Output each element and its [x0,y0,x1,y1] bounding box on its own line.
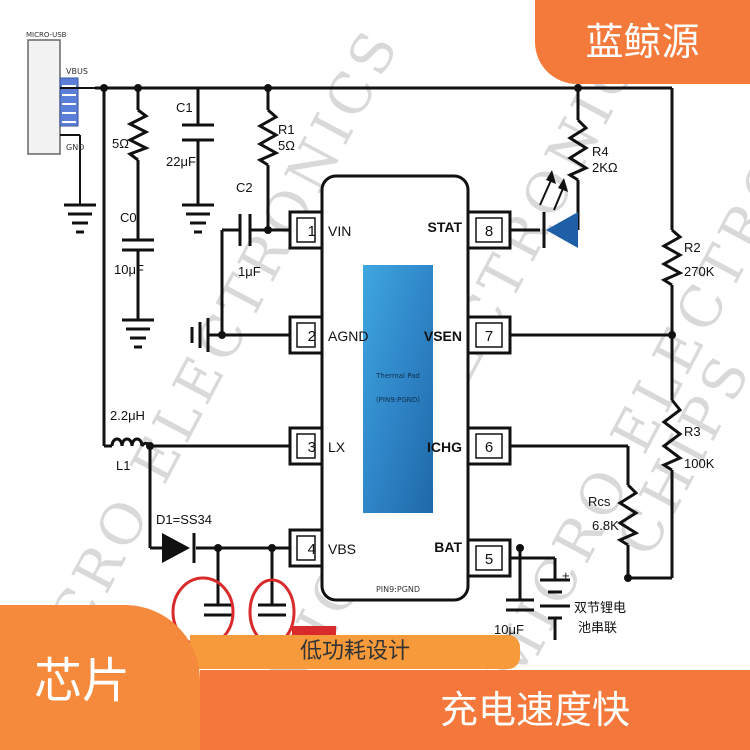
label-c2-val: 1μF [238,264,261,279]
svg-text:2: 2 [308,328,316,345]
micro-usb-connector: MICRO-USB VBUS GND [26,31,104,205]
low-power-tag: 低功耗设计 [190,635,520,669]
thermal-pad [363,265,433,513]
label-r2: R2 [684,240,701,255]
label-r3-val: 100K [684,456,715,471]
ic-pin-8: 8 STAT [428,210,512,250]
ic-pin-2: 2 AGND [288,315,368,355]
ground-symbols [64,203,214,352]
label-r1: R1 [278,122,295,137]
label-c1: C1 [176,100,193,115]
svg-text:8: 8 [485,223,493,240]
svg-text:VIN: VIN [328,223,351,239]
svg-text:AGND: AGND [328,328,368,344]
label-r5: 5Ω [112,136,129,151]
label-c2: C2 [236,180,253,195]
svg-text:VSEN: VSEN [424,328,462,344]
label-c1-val: 22μF [166,154,196,169]
svg-text:BAT: BAT [434,539,462,555]
component-labels: 5Ω C1 22μF R1 5Ω C2 1μF C0 10μF R4 2KΩ R… [110,100,715,637]
svg-text:ICHG: ICHG [427,439,462,455]
ic-pin-3: 3 LX [288,426,346,466]
svg-text:3: 3 [308,439,316,456]
label-l1-val: 2.2μH [110,408,145,423]
fast-charge-tag: 充电速度快 [200,670,750,750]
label-rcs: Rcs [588,494,611,509]
usb-vbus-label: VBUS [66,67,88,76]
label-l1: L1 [116,458,130,473]
label-battery-line1: 双节锂电 [574,600,626,615]
thermal-pad-pin: (PIN9:PGND) [376,396,420,404]
label-cbat-val: 10μF [494,622,524,637]
svg-text:6: 6 [485,439,493,456]
svg-text:7: 7 [485,328,493,345]
usb-label: MICRO-USB [26,31,67,39]
ic-pin-6: 6 ICHG [427,426,512,466]
usb-gnd-label: GND [66,143,84,152]
led-indicator [539,170,578,248]
ic-pin-4: 4 VBS [288,528,356,568]
capacitors [122,123,534,617]
resistors [126,108,684,547]
inductor-l1 [110,437,152,447]
label-rcs-val: 6.8K [592,518,619,533]
label-r3: R3 [684,424,701,439]
label-r4-val: 2KΩ [592,160,618,175]
label-r1-val: 5Ω [278,138,295,153]
ic-pin-5: 5 BAT [434,538,512,578]
label-d1: D1=SS34 [156,512,212,527]
ic-chip: Thermal Pad (PIN9:PGND) PIN9:PGND [320,174,470,602]
svg-text:5: 5 [485,551,493,568]
chip-tag: 芯片 [0,605,200,750]
svg-text:STAT: STAT [428,219,463,235]
label-r4: R4 [592,144,609,159]
ic-pin-1: 1 VIN [288,210,351,250]
label-r2-val: 270K [684,264,715,279]
svg-text:4: 4 [308,541,316,558]
thermal-pad-label: Thermal Pad [375,372,420,380]
label-c0: C0 [120,210,137,225]
chip-text: 芯片 [34,653,131,709]
fast-charge-text: 充电速度快 [439,688,630,732]
red-marker [292,626,336,636]
label-battery-plus: + [562,568,570,583]
battery-symbol [540,578,570,640]
svg-text:VBS: VBS [328,541,356,557]
label-c0-val: 10μF [114,262,144,277]
svg-text:LX: LX [328,439,346,455]
diode-d1 [162,533,196,563]
ic-pin-7: 7 VSEN [424,315,512,355]
ic-pin9-label: PIN9:PGND [376,585,420,594]
ic-right-pins: 8 STAT 7 VSEN 6 ICHG 5 BAT [424,210,512,578]
brand-tag: 蓝鲸源 [535,0,750,84]
svg-text:1: 1 [308,223,316,240]
ic-left-pins: 1 VIN 2 AGND 3 LX 4 VBS [288,210,368,568]
label-battery-line2: 池串联 [578,620,617,635]
